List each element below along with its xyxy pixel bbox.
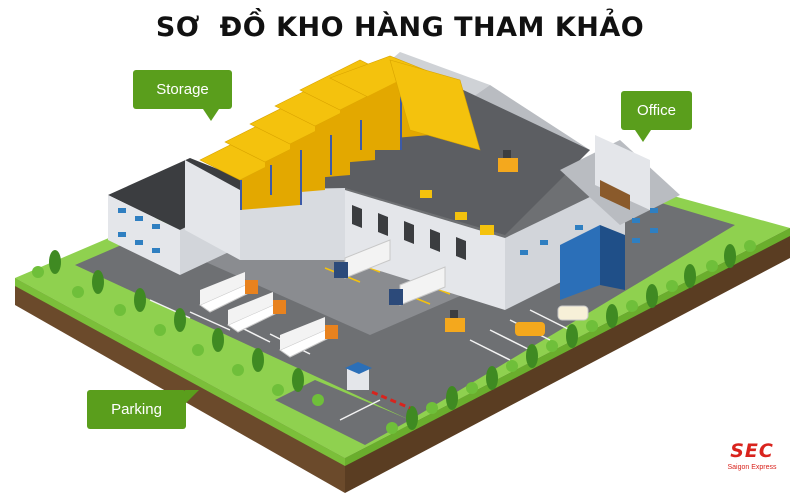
- trees: [32, 240, 756, 434]
- parking-label: Parking: [87, 390, 199, 429]
- office-label-text: Office: [637, 102, 676, 119]
- parking-label-text: Parking: [111, 401, 162, 418]
- storage-label-pointer: [203, 109, 219, 121]
- ground-soil-left: [15, 278, 345, 493]
- storage-label-text: Storage: [156, 81, 209, 98]
- parking-label-pointer: [185, 390, 199, 404]
- ground-soil-right: [345, 228, 790, 493]
- logo-subtitle: Saigon Express: [727, 464, 777, 471]
- diagram-title: SƠ ĐỒ KHO HÀNG THAM KHẢO: [155, 12, 645, 43]
- trucks: [198, 239, 446, 358]
- sec-logo: SEC Saigon Express: [712, 440, 792, 480]
- parking-lines: [149, 299, 571, 421]
- cars: [515, 305, 589, 336]
- entrance-road: [275, 380, 410, 445]
- storage-label: Storage: [133, 70, 232, 121]
- office-building: [520, 135, 680, 300]
- forklifts: [420, 150, 518, 332]
- pallet-racks: [199, 55, 481, 210]
- grass-edge: [15, 278, 345, 466]
- office-label-pointer: [635, 130, 651, 142]
- grass-edge-right: [345, 228, 790, 466]
- guard-booth: [345, 362, 411, 410]
- office-label: Office: [621, 91, 692, 142]
- logo-mark: SEC: [730, 440, 774, 462]
